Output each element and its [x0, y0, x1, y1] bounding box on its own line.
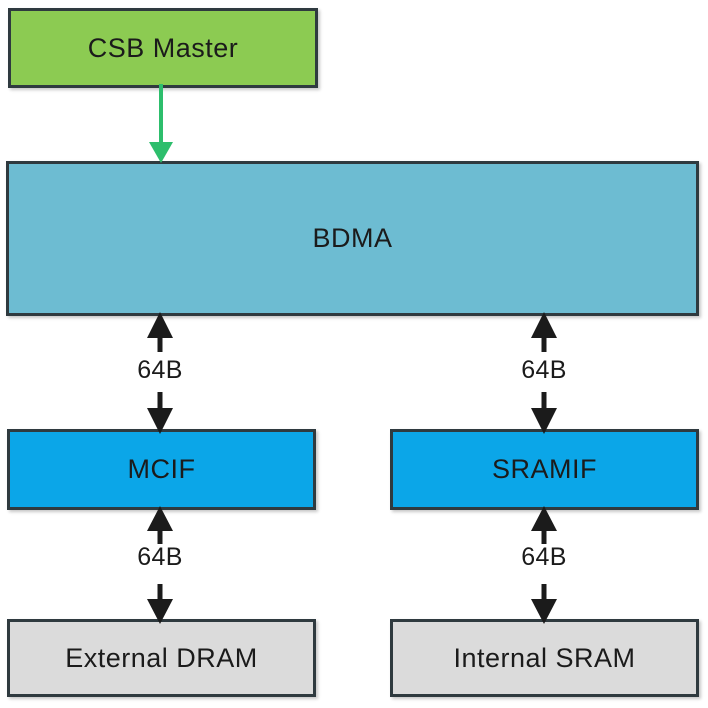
block-csb-master-label: CSB Master	[87, 32, 239, 63]
block-sramif[interactable]: SRAMIF	[390, 429, 699, 510]
block-internal-sram[interactable]: Internal SRAM	[390, 619, 699, 697]
block-external-dram-label: External DRAM	[65, 642, 258, 673]
block-csb-master[interactable]: CSB Master	[8, 8, 318, 88]
connector-bdma-to-sramif-double-arrow-icon	[514, 312, 574, 434]
connector-label-sramif-to-internal-sram: 64B	[521, 543, 567, 571]
block-mcif-label: MCIF	[127, 454, 196, 484]
connector-mcif-to-external-dram-double-arrow-icon	[130, 506, 190, 624]
block-bdma[interactable]: BDMA	[6, 161, 699, 316]
block-external-dram[interactable]: External DRAM	[7, 619, 316, 697]
connector-sramif-to-internal-sram-double-arrow-icon	[514, 506, 574, 624]
block-sramif-label: SRAMIF	[491, 454, 597, 484]
block-internal-sram-label: Internal SRAM	[453, 642, 636, 673]
connector-bdma-to-mcif-double-arrow-icon	[130, 312, 190, 434]
connector-csb-master-to-bdma-arrow-icon	[131, 84, 191, 166]
connector-label-bdma-to-mcif: 64B	[137, 356, 183, 384]
block-mcif[interactable]: MCIF	[7, 429, 316, 510]
connector-label-bdma-to-sramif: 64B	[521, 356, 567, 384]
block-bdma-label: BDMA	[312, 223, 393, 253]
connector-label-mcif-to-external-dram: 64B	[137, 543, 183, 571]
